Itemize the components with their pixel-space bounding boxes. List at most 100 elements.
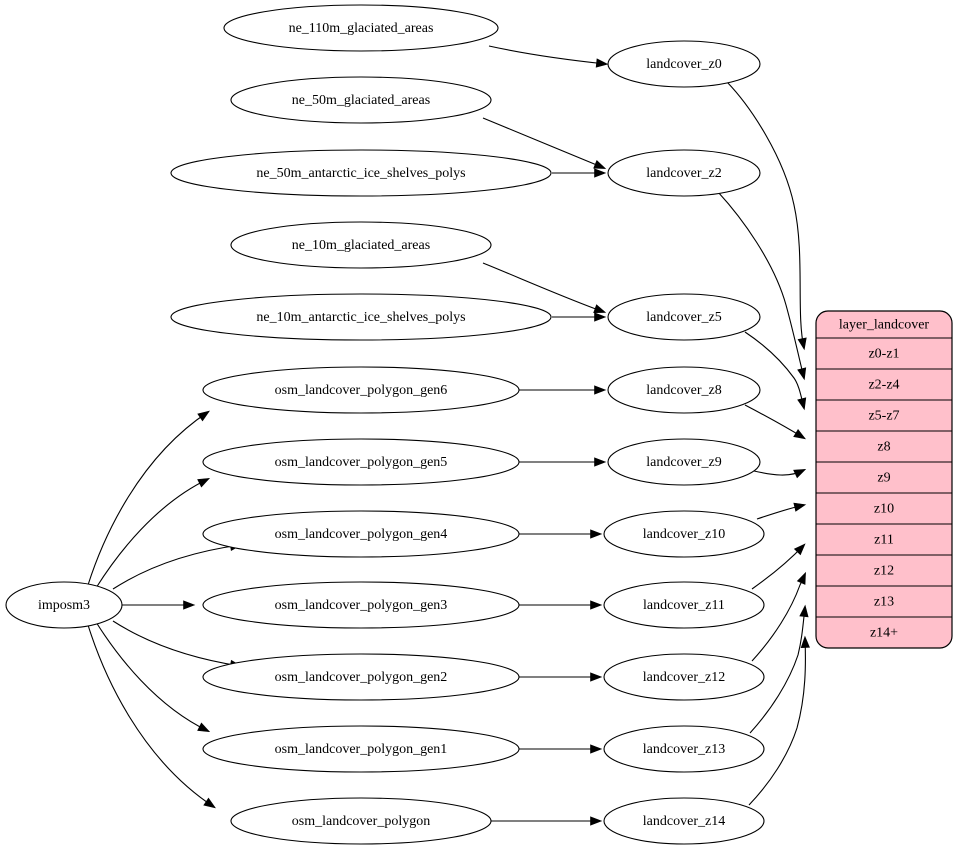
edge-osm_landcover_polygon-to-landcover_z14 [491, 816, 603, 826]
node-label: osm_landcover_polygon_gen6 [275, 383, 448, 398]
arrowhead-icon [793, 543, 806, 556]
node-landcover_z9[interactable]: landcover_z9 [607, 438, 761, 486]
edge-osm_landcover_polygon_gen1-to-landcover_z13 [519, 744, 603, 754]
node-label: landcover_z8 [646, 383, 721, 398]
node-label: ne_50m_antarctic_ice_shelves_polys [256, 166, 465, 181]
arrowhead-icon [797, 337, 807, 351]
record-row-z0-z1[interactable]: z0-z1 [816, 338, 952, 369]
node-landcover_z2[interactable]: landcover_z2 [607, 149, 761, 197]
node-imposm3[interactable]: imposm3 [5, 581, 123, 629]
node-osm_landcover_polygon_gen5[interactable]: osm_landcover_polygon_gen5 [202, 438, 520, 486]
record-row-z2-z4[interactable]: z2-z4 [816, 369, 952, 400]
node-label: landcover_z14 [643, 814, 725, 829]
node-label: osm_landcover_polygon_gen3 [275, 598, 448, 613]
node-shape-ellipse [603, 510, 765, 558]
node-ne_50m_glaciated_areas[interactable]: ne_50m_glaciated_areas [230, 76, 492, 124]
record-body [816, 311, 952, 648]
arrowhead-icon [595, 58, 609, 68]
node-osm_landcover_polygon_gen2[interactable]: osm_landcover_polygon_gen2 [202, 653, 520, 701]
record-row-z13[interactable]: z13 [816, 586, 952, 617]
node-osm_landcover_polygon_gen1[interactable]: osm_landcover_polygon_gen1 [202, 725, 520, 773]
record-row-label: z12 [874, 564, 894, 579]
record-row-z5-z7[interactable]: z5-z7 [816, 400, 952, 431]
arrowhead-icon [197, 477, 211, 488]
record-row-z14+[interactable]: z14+ [816, 617, 952, 648]
arrowhead-icon [590, 529, 603, 539]
record-row-label: z8 [877, 440, 890, 455]
edge-osm_landcover_polygon_gen5-to-landcover_z9 [519, 457, 607, 467]
node-shape-ellipse [607, 149, 761, 197]
node-osm_landcover_polygon[interactable]: osm_landcover_polygon [230, 797, 492, 845]
node-shape-ellipse [603, 797, 765, 845]
edge-imposm3-to-osm_landcover_polygon_gen1 [95, 621, 211, 733]
node-landcover_z12[interactable]: landcover_z12 [603, 653, 765, 701]
edge-ne_10m_antarctic_ice_shelves_polys-to-landcover_z5 [552, 312, 607, 322]
arrowhead-icon [793, 502, 807, 512]
arrowhead-icon [594, 457, 607, 467]
edge-landcover_z9-to-z9 [753, 469, 807, 479]
edge-osm_landcover_polygon_gen2-to-landcover_z12 [519, 672, 603, 682]
edge-landcover_z14-to-z14+ [748, 635, 810, 806]
node-landcover_z10[interactable]: landcover_z10 [603, 510, 765, 558]
node-shape-ellipse [5, 581, 123, 629]
arrowhead-icon [590, 600, 603, 610]
node-shape-ellipse [202, 510, 520, 558]
node-ne_50m_antarctic_ice_shelves_polys[interactable]: ne_50m_antarctic_ice_shelves_polys [170, 149, 552, 197]
node-label: landcover_z9 [646, 455, 721, 470]
arrowhead-icon [594, 385, 607, 395]
edge-landcover_z11-to-z11 [751, 543, 806, 590]
record-row-label: z5-z7 [868, 409, 899, 424]
edge-landcover_z12-to-z12 [751, 571, 806, 662]
node-label: ne_10m_antarctic_ice_shelves_polys [256, 310, 465, 325]
node-shape-ellipse [202, 438, 520, 486]
node-shape-ellipse [202, 725, 520, 773]
edge-imposm3-to-osm_landcover_polygon_gen5 [95, 477, 211, 589]
record-header-label: layer_landcover [839, 318, 930, 333]
node-label: ne_50m_glaciated_areas [292, 93, 430, 108]
record-row-z9[interactable]: z9 [816, 462, 952, 493]
arrowhead-icon [590, 744, 603, 754]
node-label: landcover_z12 [643, 670, 725, 685]
node-landcover_z0[interactable]: landcover_z0 [607, 40, 761, 88]
edges-layer [87, 45, 810, 826]
edge-osm_landcover_polygon_gen3-to-landcover_z11 [519, 600, 603, 610]
record-row-label: z13 [874, 595, 894, 610]
node-shape-ellipse [607, 438, 761, 486]
arrowhead-icon [197, 410, 210, 422]
arrowhead-icon [793, 428, 806, 440]
node-ne_10m_antarctic_ice_shelves_polys[interactable]: ne_10m_antarctic_ice_shelves_polys [170, 293, 552, 341]
node-landcover_z14[interactable]: landcover_z14 [603, 797, 765, 845]
record-row-z10[interactable]: z10 [816, 493, 952, 524]
edge-imposm3-to-osm_landcover_polygon_gen4 [112, 541, 243, 590]
node-label: osm_landcover_polygon_gen5 [275, 455, 448, 470]
arrowhead-icon [797, 397, 807, 411]
node-ne_10m_glaciated_areas[interactable]: ne_10m_glaciated_areas [230, 221, 492, 269]
node-osm_landcover_polygon_gen4[interactable]: osm_landcover_polygon_gen4 [202, 510, 520, 558]
node-label: ne_110m_glaciated_areas [289, 21, 434, 36]
node-landcover_z13[interactable]: landcover_z13 [603, 725, 765, 773]
node-label: landcover_z2 [646, 166, 721, 181]
node-ne_110m_glaciated_areas[interactable]: ne_110m_glaciated_areas [223, 4, 499, 52]
record-row-z8[interactable]: z8 [816, 431, 952, 462]
edge-landcover_z5-to-z5-z7 [744, 331, 807, 411]
record-row-z11[interactable]: z11 [816, 524, 952, 555]
node-shape-ellipse [202, 581, 520, 629]
node-shape-ellipse [607, 40, 761, 88]
arrowhead-icon [796, 571, 806, 585]
node-label: landcover_z13 [643, 742, 725, 757]
node-landcover_z8[interactable]: landcover_z8 [607, 366, 761, 414]
arrowhead-icon [799, 604, 809, 618]
arrowhead-icon [594, 312, 607, 322]
node-osm_landcover_polygon_gen3[interactable]: osm_landcover_polygon_gen3 [202, 581, 520, 629]
node-shape-ellipse [607, 366, 761, 414]
node-osm_landcover_polygon_gen6[interactable]: osm_landcover_polygon_gen6 [202, 366, 520, 414]
arrowhead-icon [197, 722, 211, 733]
node-landcover_z5[interactable]: landcover_z5 [607, 293, 761, 341]
node-shape-ellipse [230, 221, 492, 269]
node-landcover_z11[interactable]: landcover_z11 [603, 581, 765, 629]
record-row-z12[interactable]: z12 [816, 555, 952, 586]
